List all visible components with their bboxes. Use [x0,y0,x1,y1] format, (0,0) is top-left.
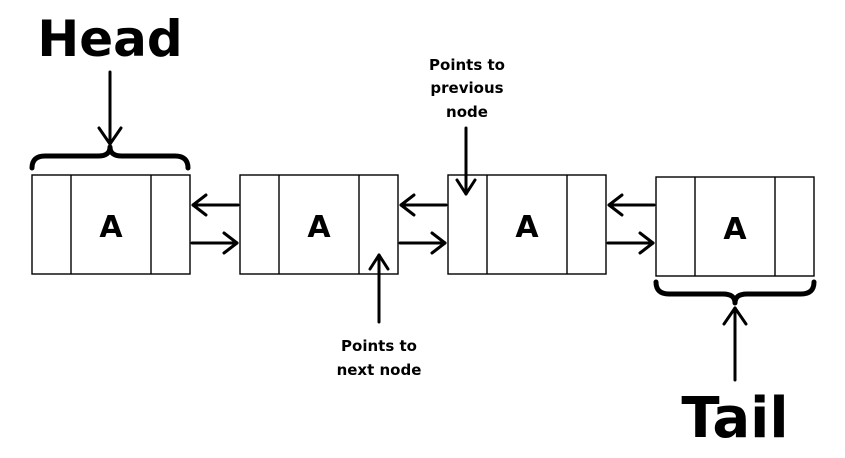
next-annotation-arrow [368,253,390,324]
next-pointer-arrow-2-to-3 [398,231,447,255]
next-pointer-arrow-3-to-4 [606,231,655,255]
node-4: A [655,176,815,277]
prev-annotation-line-3: node [446,103,488,121]
prev-annotation-line-2: previous [430,79,503,97]
prev-pointer-arrow-3-to-2 [399,193,448,217]
head-arrow [97,70,123,146]
node-1: A [31,174,191,275]
tail-label: Tail [681,386,788,451]
next-annotation-line-1: Points to [341,337,417,355]
node-3-value: A [515,210,539,245]
node-2: A [239,174,399,275]
prev-pointer-arrow-2-to-1 [191,193,240,217]
node-3: A [447,174,607,275]
next-pointer-arrow-1-to-2 [190,231,239,255]
next-annotation-line-2: next node [337,361,422,379]
tail-arrow [722,306,748,382]
head-label: Head [37,10,182,68]
node-1-value: A [99,210,123,245]
prev-annotation-line-1: Points to [429,56,505,74]
head-brace [29,144,191,171]
tail-brace [653,279,817,306]
node-4-value: A [723,212,747,247]
prev-pointer-arrow-4-to-3 [607,193,656,217]
prev-annotation-arrow [455,126,477,196]
node-2-value: A [307,210,331,245]
